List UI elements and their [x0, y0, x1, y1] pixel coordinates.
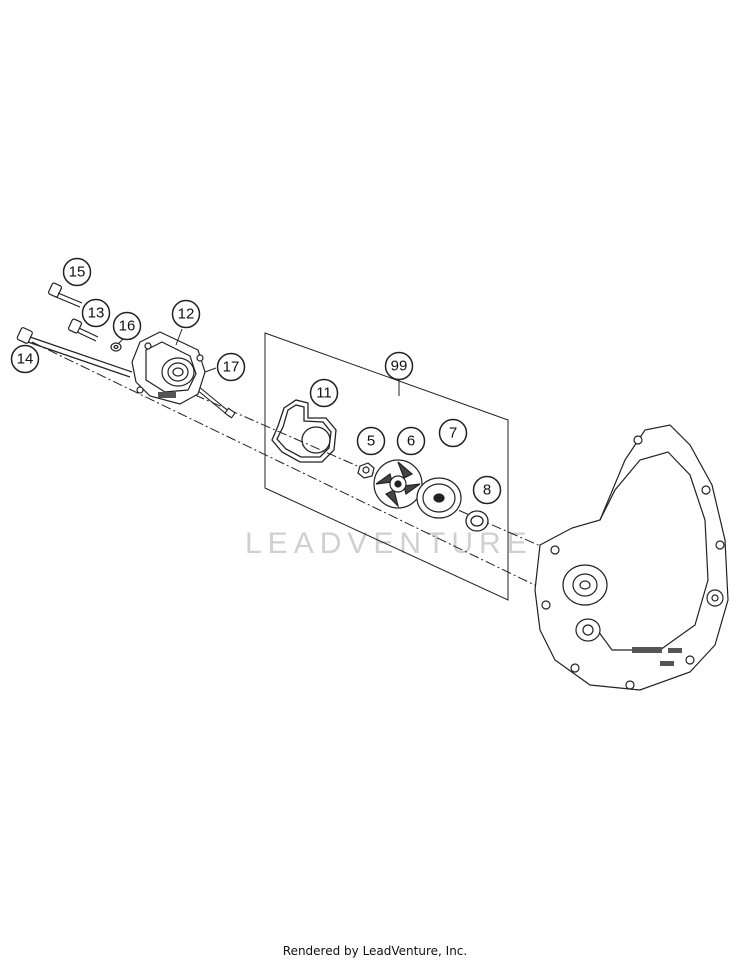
bolt-15	[47, 282, 83, 308]
assembly-axis-lines	[31, 341, 546, 591]
callout-label-16: 16	[119, 318, 136, 335]
callout-11	[309, 378, 339, 408]
engine-cover	[534, 424, 729, 691]
bolt-13	[67, 318, 99, 342]
washer-16	[110, 342, 122, 352]
callout-label-15: 15	[69, 264, 86, 281]
bolt-14	[16, 327, 133, 378]
callout-label-8: 8	[483, 482, 491, 499]
callout-label-12: 12	[178, 306, 195, 323]
callout-15	[62, 257, 92, 287]
callout-label-17: 17	[223, 359, 240, 376]
callouts	[10, 257, 502, 505]
callout-16	[112, 311, 142, 341]
callout-5	[356, 426, 386, 456]
callout-label-11: 11	[316, 385, 332, 402]
callout-7	[438, 418, 468, 448]
callout-8	[472, 475, 502, 505]
callout-14	[10, 344, 40, 374]
watermark: LEADVENTURE	[245, 527, 533, 560]
callout-label-7: 7	[449, 425, 457, 442]
gasket-11	[271, 399, 337, 463]
seal-disc-7	[416, 477, 462, 519]
impeller-6	[373, 459, 423, 509]
footer-credit: Rendered by LeadVenture, Inc.	[282, 944, 468, 958]
seal-ring-8	[465, 510, 489, 532]
kit-99-outline	[264, 332, 509, 601]
callout-99	[384, 351, 414, 381]
stud-17	[195, 385, 236, 419]
callout-13	[81, 298, 111, 328]
callout-label-14: 14	[17, 351, 34, 368]
pump-cover-12	[131, 331, 206, 405]
callout-17	[216, 352, 246, 382]
callout-label-5: 5	[367, 433, 375, 450]
callout-label-99: 99	[391, 358, 408, 375]
callout-12	[171, 299, 201, 329]
callout-6	[396, 426, 426, 456]
nut-5	[357, 462, 375, 479]
callout-label-6: 6	[407, 433, 415, 450]
callout-label-13: 13	[88, 305, 105, 322]
